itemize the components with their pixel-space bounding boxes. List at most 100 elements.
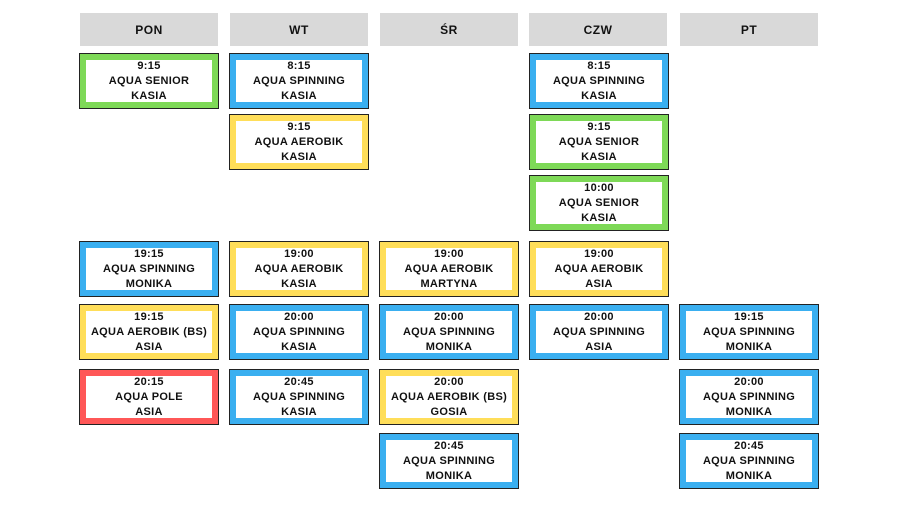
class-time: 20:00	[734, 375, 764, 388]
class-name: AQUA AEROBIK	[254, 262, 344, 275]
class-instructor: MARTYNA	[420, 277, 478, 290]
class-instructor: GOSIA	[430, 405, 468, 418]
class-name: AQUA SENIOR	[558, 196, 640, 209]
class-instructor: MONIKA	[425, 469, 473, 482]
class-name: AQUA AEROBIK	[404, 262, 494, 275]
class-name: AQUA SENIOR	[108, 74, 190, 87]
class-instructor: MONIKA	[725, 340, 773, 353]
class-time: 20:45	[284, 375, 314, 388]
class-name: AQUA SPINNING	[402, 454, 496, 467]
class-name: AQUA AEROBIK (BS)	[390, 390, 508, 403]
class-instructor: KASIA	[281, 340, 317, 353]
class-time: 19:15	[134, 310, 164, 323]
class-time: 19:15	[134, 247, 164, 260]
class-instructor: KASIA	[581, 211, 617, 224]
class-time: 19:00	[434, 247, 464, 260]
class-time: 20:00	[434, 310, 464, 323]
class-time: 20:00	[584, 310, 614, 323]
class-instructor: KASIA	[581, 150, 617, 163]
class-instructor: KASIA	[281, 405, 317, 418]
class-time: 20:45	[734, 439, 764, 452]
class-instructor: KASIA	[281, 277, 317, 290]
day-header-pt: PT	[680, 13, 818, 46]
class-time: 8:15	[287, 59, 311, 72]
class-instructor: MONIKA	[425, 340, 473, 353]
class-time: 20:45	[434, 439, 464, 452]
class-name: AQUA AEROBIK (BS)	[90, 325, 208, 338]
class-name: AQUA SPINNING	[252, 74, 346, 87]
class-time: 19:15	[734, 310, 764, 323]
class-time: 10:00	[584, 181, 614, 194]
day-header-śr: ŚR	[380, 13, 518, 46]
class-name: AQUA AEROBIK	[254, 135, 344, 148]
class-instructor: ASIA	[135, 340, 163, 353]
class-instructor: KASIA	[131, 89, 167, 102]
class-instructor: MONIKA	[125, 277, 173, 290]
class-name: AQUA SPINNING	[552, 325, 646, 338]
class-instructor: ASIA	[585, 340, 613, 353]
class-instructor: ASIA	[585, 277, 613, 290]
class-time: 9:15	[137, 59, 161, 72]
class-instructor: MONIKA	[725, 405, 773, 418]
class-time: 9:15	[287, 120, 311, 133]
class-instructor: ASIA	[135, 405, 163, 418]
class-time: 9:15	[587, 120, 611, 133]
class-name: AQUA SPINNING	[552, 74, 646, 87]
class-time: 19:00	[584, 247, 614, 260]
class-instructor: KASIA	[281, 150, 317, 163]
class-time: 20:00	[434, 375, 464, 388]
class-time: 19:00	[284, 247, 314, 260]
day-header-czw: CZW	[529, 13, 667, 46]
class-time: 20:00	[284, 310, 314, 323]
day-header-pon: PON	[80, 13, 218, 46]
class-name: AQUA SPINNING	[252, 390, 346, 403]
class-instructor: MONIKA	[725, 469, 773, 482]
class-instructor: KASIA	[281, 89, 317, 102]
class-name: AQUA SPINNING	[102, 262, 196, 275]
class-instructor: KASIA	[581, 89, 617, 102]
class-name: AQUA SPINNING	[402, 325, 496, 338]
class-time: 20:15	[134, 375, 164, 388]
